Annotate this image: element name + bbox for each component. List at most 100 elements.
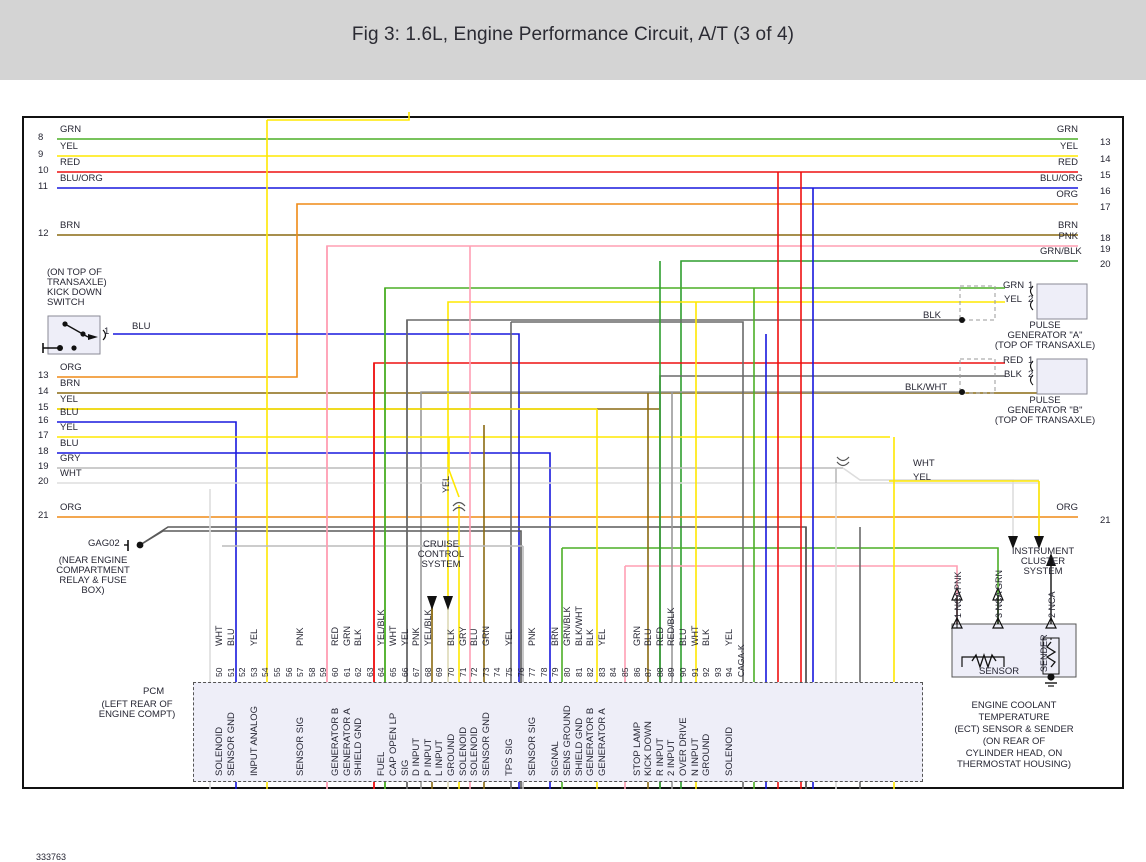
- pcm-pin-function-label: OVER DRIVE: [678, 717, 689, 776]
- pcm-pin-number: 93: [712, 667, 723, 677]
- figure-number: 333763: [36, 852, 67, 862]
- right-wire-color-label: GRN: [1056, 124, 1078, 135]
- pcm-pin-number: 52: [237, 667, 248, 677]
- ect-sender-label: SENDER: [1039, 634, 1049, 672]
- pcm-pin-function-label: SOLENOID: [214, 726, 225, 776]
- pcm-pin-color-label: PNK: [527, 627, 538, 646]
- pcm-pin-color-label: YEL: [504, 628, 514, 646]
- right-pin-number: 13: [1100, 137, 1111, 148]
- pcm-pin-function-label: L INPUT: [434, 739, 446, 776]
- left-wire-color-label: GRY: [60, 453, 81, 464]
- right-pin-number: 17: [1100, 202, 1111, 213]
- left-pin-number: 9: [38, 149, 44, 160]
- pcm-pin-color-label: RED: [654, 626, 665, 646]
- right-pin-number: 20: [1100, 259, 1111, 270]
- pulse-gen-b-caption: PULSE GENERATOR "B" (TOP OF TRANSAXLE): [994, 395, 1096, 426]
- pcm-pin-number: 87: [643, 667, 654, 677]
- pcm-pin-function-label: GENERATOR B: [330, 707, 341, 776]
- pcm-pin-number: 78: [538, 667, 549, 677]
- pcm-pin-function-label: 2 INPUT: [666, 739, 678, 776]
- pcm-pin-color-label: GRN: [480, 626, 491, 646]
- ect-terminal-3: 3 NCA: [994, 591, 1004, 618]
- left-wire-color-label: BLU: [60, 407, 79, 418]
- pcm-pin-number: 70: [446, 667, 456, 677]
- kick-down-note: (ON TOP OF TRANSAXLE) KICK DOWN SWITCH: [47, 267, 107, 308]
- right-pin-number: 19: [1100, 244, 1111, 255]
- pcm-pin-color-label: RED/BLK: [666, 607, 677, 646]
- pcm-pin-number: 92: [701, 667, 712, 677]
- pcm-pin-function-label: CAP OPEN LP: [388, 712, 399, 776]
- pcm-pin-number: 77: [527, 667, 538, 677]
- pcm-pin-number: 54: [260, 667, 271, 677]
- pcm-pin-color-label: GRN/BLK: [562, 606, 572, 646]
- pcm-pin-number: 60: [330, 667, 340, 677]
- right-wire-color-label: YEL: [1060, 141, 1078, 152]
- left-pin-number: 17: [38, 430, 49, 441]
- pcm-pin-function-label: SHIELD GND: [573, 717, 585, 776]
- ground-note: (NEAR ENGINE COMPARTMENT RELAY & FUSE BO…: [56, 555, 130, 596]
- pcm-pin-number: 80: [562, 667, 572, 677]
- pcm-pin-number: 50: [214, 667, 224, 677]
- left-pin-number: 19: [38, 461, 49, 472]
- pcm-pin-color-label: YEL/BLK: [422, 609, 433, 646]
- pcm-pin-function-label: SENSOR SIG: [527, 716, 539, 776]
- right-wire-color-label: ORG: [1056, 189, 1078, 200]
- right-wire-color-label: PNK: [1058, 231, 1078, 242]
- left-pin-number: 14: [38, 386, 49, 397]
- pcm-pin-function-label: SENSOR SIG: [295, 716, 307, 776]
- pulse-gen-b-pin1-number: 1: [1028, 355, 1034, 366]
- pcm-label: PCM: [143, 686, 165, 697]
- pcm-pin-number: CAGA-K: [736, 644, 746, 677]
- pcm-pin-color-label: BLU: [678, 628, 688, 646]
- pulse-gen-b-shield-label: BLK/WHT: [905, 382, 948, 393]
- pcm-pin-number: 71: [457, 667, 468, 677]
- pcm-pin-number: 69: [434, 667, 445, 677]
- right-wire-color-label: ORG: [1056, 502, 1078, 513]
- pcm-pin-number: 53: [248, 667, 259, 677]
- pcm-pin-function-label: P INPUT: [422, 738, 434, 776]
- left-pin-number: 12: [38, 228, 49, 239]
- pulse-gen-a-pin1-color: GRN: [1003, 280, 1025, 291]
- pcm-pin-number: 85: [620, 667, 630, 677]
- pcm-pin-color-label: YEL: [596, 628, 607, 646]
- pcm-pin-number: 90: [678, 667, 688, 677]
- pulse-gen-a-pin2-color: YEL: [1004, 294, 1022, 305]
- pcm-pin-function-label: KICK DOWN: [643, 721, 655, 776]
- pcm-pin-number: 91: [689, 667, 700, 677]
- pcm-pin-number: 86: [631, 667, 642, 677]
- cruise-yel-label: YEL: [441, 475, 451, 493]
- pcm-pin-number: 94: [724, 667, 735, 677]
- pcm-pin-color-label: WHT: [214, 625, 224, 647]
- ect-terminal-2: 2 NCA: [1047, 591, 1057, 618]
- pcm-pin-color-label: BLK: [446, 628, 456, 646]
- left-pin-number: 15: [38, 402, 49, 413]
- pcm-pin-color-label: WHT: [388, 625, 398, 647]
- pcm-pin-function-label: STOP LAMP: [631, 721, 643, 776]
- left-pin-number: 21: [38, 510, 49, 521]
- pcm-pin-number: 51: [225, 667, 236, 677]
- pcm-note: (LEFT REAR OF ENGINE COMPT): [98, 699, 176, 720]
- pcm-pin-color-label: PNK: [411, 627, 422, 646]
- pcm-pin-number: 89: [666, 667, 677, 677]
- pcm-pin-number: 82: [585, 667, 596, 677]
- right-pin-number: 21: [1100, 515, 1111, 526]
- pcm-pin-number: 61: [341, 667, 352, 677]
- ect-pnk-label: PNK: [953, 571, 963, 590]
- pcm-pin-number: 76: [515, 667, 526, 677]
- pcm-pin-number: 74: [492, 667, 503, 677]
- pcm-pin-function-label: GENERATOR A: [341, 708, 353, 776]
- right-pin-number: 18: [1100, 233, 1111, 244]
- pcm-pin-color-label: BLU: [469, 628, 480, 646]
- pcm-pin-function-label: FUEL: [376, 751, 388, 776]
- pcm-pin-color-label: BRN: [550, 626, 561, 646]
- pcm-pin-number: 63: [364, 667, 375, 677]
- pcm-pin-function-label: SOLENOID: [724, 726, 736, 776]
- pcm-pin-function-label: SENSOR GND: [225, 712, 237, 776]
- left-wire-color-label: ORG: [60, 362, 82, 373]
- cruise-control-caption: CRUISE CONTROL SYSTEM: [417, 539, 465, 570]
- pcm-pin-function-label: SOLENOID: [457, 726, 469, 776]
- pcm-pin-function-label: GROUND: [446, 733, 457, 776]
- pcm-connector-box[interactable]: [193, 682, 923, 782]
- pulse-gen-b-pin1-color: RED: [1003, 355, 1024, 366]
- right-wire-color-label: BLU/ORG: [1040, 173, 1083, 184]
